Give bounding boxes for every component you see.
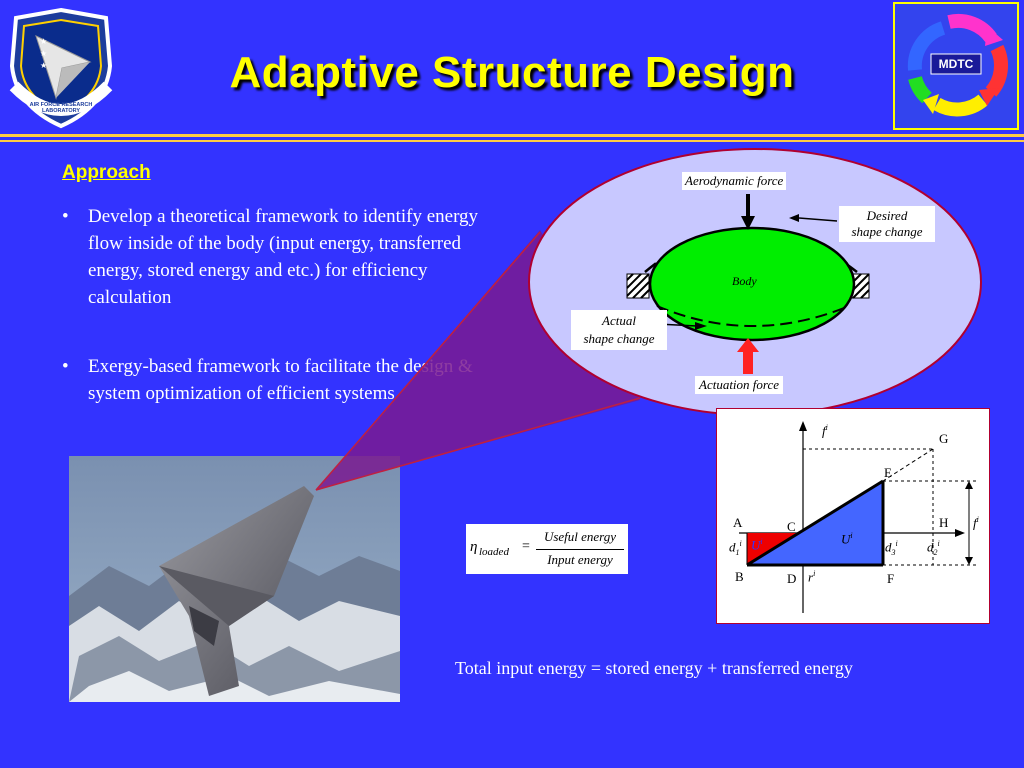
afrl-logo-text: AIR FORCE RESEARCH LABORATORY bbox=[29, 102, 93, 114]
formula-eta: η bbox=[470, 539, 478, 555]
aerodynamic-force-label: Aerodynamic force bbox=[682, 172, 787, 190]
f-text: f bbox=[822, 423, 826, 439]
approach-heading: Approach bbox=[62, 162, 151, 183]
bullet-marker: • bbox=[62, 206, 69, 227]
f-text: f bbox=[973, 515, 977, 531]
fraction-bar bbox=[536, 549, 624, 550]
u-text: U bbox=[751, 537, 761, 553]
point-e: E bbox=[884, 465, 892, 480]
d2-label: d2i bbox=[927, 539, 940, 557]
mdtc-arrows-icon bbox=[895, 4, 1017, 128]
bullet-marker: • bbox=[62, 356, 69, 377]
bullet-1-text: Develop a theoretical framework to ident… bbox=[88, 206, 479, 308]
sup-i: i bbox=[850, 531, 853, 540]
sup-i: i bbox=[937, 539, 940, 548]
u-in-label: Ui bbox=[751, 537, 763, 553]
d-text: d bbox=[729, 539, 736, 555]
u-text: U bbox=[841, 531, 851, 547]
mdtc-logo-text: MDTC bbox=[938, 57, 974, 71]
sup-i: i bbox=[739, 539, 742, 548]
formula-subscript: loaded bbox=[479, 546, 509, 558]
page-title: Adaptive Structure Design bbox=[229, 48, 795, 97]
mdtc-logo: MDTC bbox=[893, 2, 1019, 130]
sup-i: i bbox=[813, 569, 816, 578]
energy-equation: Total input energy = stored energy + tra… bbox=[455, 658, 853, 678]
point-a: A bbox=[733, 515, 743, 530]
d3-label: d3i bbox=[885, 539, 898, 557]
body-diagram: Aerodynamic force Desired shape change B… bbox=[527, 146, 987, 418]
sup-i: i bbox=[760, 537, 763, 546]
point-g: G bbox=[939, 431, 949, 446]
point-h: H bbox=[939, 515, 949, 530]
point-b: B bbox=[735, 569, 744, 584]
actual-shape-label: Actual shape change bbox=[571, 310, 667, 350]
sup-i: i bbox=[825, 423, 828, 432]
axis-f-label: fi bbox=[822, 423, 828, 439]
f-right-label: fi bbox=[973, 515, 979, 531]
point-c: C bbox=[787, 519, 796, 534]
desired-line-2: shape change bbox=[851, 224, 923, 239]
divider-top bbox=[0, 134, 1024, 137]
divider-bottom bbox=[0, 140, 1024, 142]
formula-denominator: Input energy bbox=[547, 552, 613, 567]
desired-shape-label: Desired shape change bbox=[839, 206, 935, 242]
formula-equals: = bbox=[522, 539, 530, 554]
actual-line-1: Actual bbox=[602, 313, 636, 328]
aircraft-photo bbox=[69, 456, 400, 702]
r-text: r bbox=[808, 569, 814, 585]
sup-i: i bbox=[976, 515, 979, 524]
bullet-1: • Develop a theoretical framework to ide… bbox=[62, 203, 492, 338]
d-text: d bbox=[927, 539, 934, 555]
r-label: ri bbox=[808, 569, 815, 585]
body-label: Body bbox=[732, 274, 757, 288]
desired-line-1: Desired bbox=[866, 208, 908, 223]
d1-label: d1i bbox=[729, 539, 742, 557]
sub-2: 2 bbox=[933, 547, 938, 557]
bullet-2-text: Exergy-based framework to facilitate the… bbox=[88, 356, 473, 404]
sub-1: 1 bbox=[735, 547, 740, 557]
formula-numerator: Useful energy bbox=[543, 529, 617, 544]
svg-text:★: ★ bbox=[40, 61, 47, 70]
bullet-2: • Exergy-based framework to facilitate t… bbox=[62, 353, 492, 438]
point-d: D bbox=[787, 571, 797, 586]
svg-text:★: ★ bbox=[40, 37, 47, 46]
sub-3: 3 bbox=[891, 547, 896, 557]
actuation-force-label: Actuation force bbox=[695, 376, 784, 394]
efficiency-formula: η loaded = Useful energy Input energy bbox=[466, 524, 628, 574]
u-center-label: Ui bbox=[841, 531, 853, 547]
svg-text:★: ★ bbox=[40, 49, 47, 58]
d-text: d bbox=[885, 539, 892, 555]
sup-i: i bbox=[895, 539, 898, 548]
point-f: F bbox=[887, 571, 895, 586]
energy-graph: fi G E A C H fi d1i Ui Ui d3i d2i B D ri… bbox=[716, 408, 990, 624]
afrl-shield-icon: ★ ★ ★ AIR FORCE RESEARCH LABORATORY bbox=[6, 6, 116, 130]
left-clamp-icon bbox=[626, 273, 650, 299]
actual-line-2: shape change bbox=[583, 331, 655, 346]
